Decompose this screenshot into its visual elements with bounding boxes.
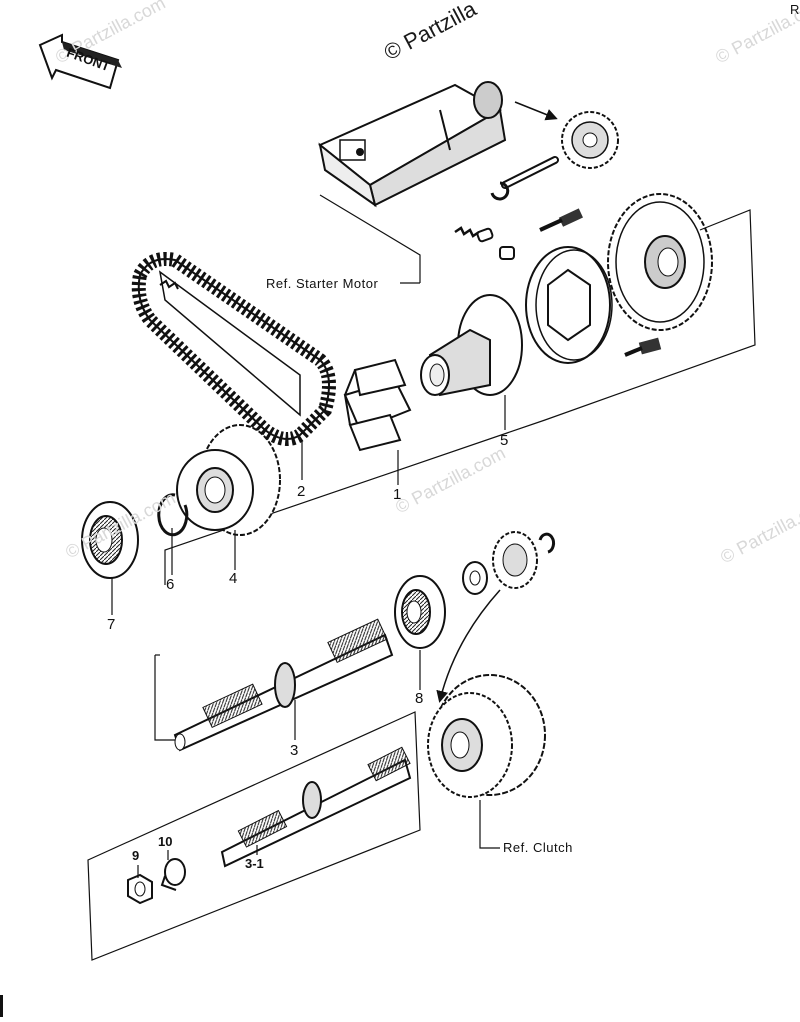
roller-set-part-1 <box>343 358 412 452</box>
callout-3-1: 3-1 <box>245 856 264 871</box>
starter-chain-part-2 <box>131 252 336 446</box>
collar-part-10 <box>160 858 186 891</box>
nut-part-9 <box>127 873 153 905</box>
callout-2: 2 <box>297 483 306 500</box>
front-arrow-icon <box>38 33 122 90</box>
starter-gear-part-5 <box>420 294 523 397</box>
corner-mark: R <box>790 2 800 17</box>
output-shaft-part-3 <box>173 618 394 752</box>
screw <box>539 208 583 232</box>
callout-8: 8 <box>415 690 424 707</box>
callout-4: 4 <box>229 570 238 587</box>
bearing-part-8 <box>394 575 446 649</box>
starter-clutch-housing <box>525 246 613 364</box>
callout-3: 3 <box>290 742 299 759</box>
callout-5: 5 <box>500 432 509 449</box>
circlip-part-6 <box>157 493 189 537</box>
callout-10: 10 <box>158 834 173 849</box>
sprocket-gear-part-4 <box>176 424 281 536</box>
callout-1: 1 <box>393 486 402 503</box>
small-sprocket <box>492 531 538 589</box>
starter-idle-gear <box>561 111 619 169</box>
ref-starter-motor-label: Ref. Starter Motor <box>266 276 379 291</box>
clutch-housing <box>427 674 546 798</box>
bearing-part-7 <box>81 501 139 579</box>
ref-clutch-label: Ref. Clutch <box>503 840 573 855</box>
callout-9: 9 <box>132 848 140 863</box>
starter-driven-gear <box>607 193 713 331</box>
callout-6: 6 <box>166 576 175 593</box>
starter-motor <box>318 81 507 208</box>
output-shaft-part-3-1 <box>220 746 412 868</box>
callout-7: 7 <box>107 616 116 633</box>
screw <box>624 337 662 357</box>
